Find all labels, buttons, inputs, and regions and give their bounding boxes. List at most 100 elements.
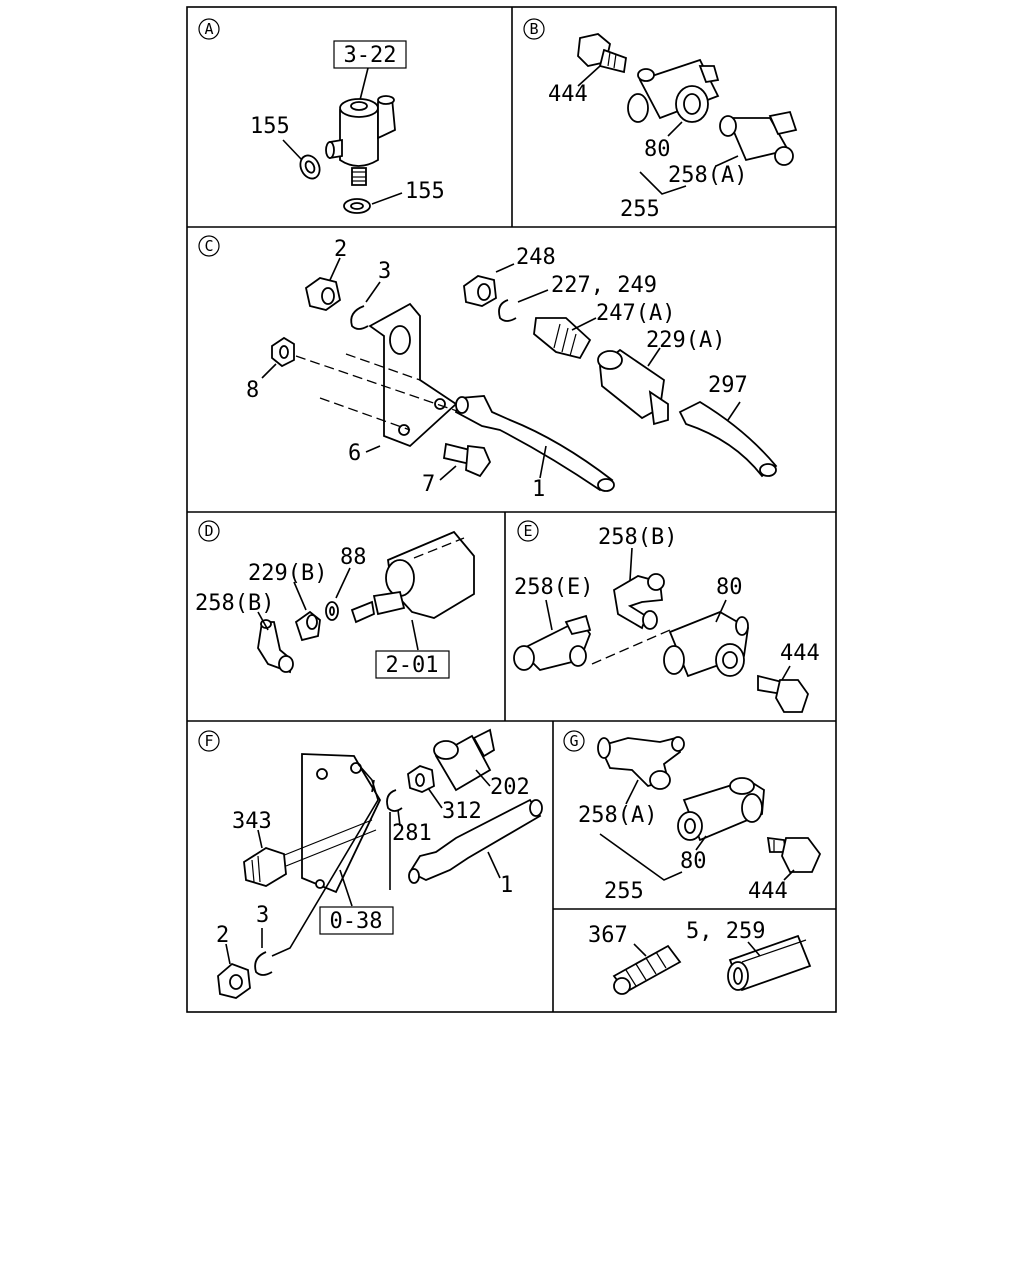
part-label-80: 80 xyxy=(716,575,743,600)
part-label-f: F xyxy=(204,732,213,750)
part-label-80: 80 xyxy=(680,849,707,874)
washer-155-upper xyxy=(299,154,321,180)
section-g: G 258(A) 80 255 444 xyxy=(563,730,822,904)
part-label-343: 343 xyxy=(232,809,272,834)
snap-ring-3-f xyxy=(254,951,273,976)
ref-box-3-22: 3-22 xyxy=(333,40,407,69)
washer-155-lower xyxy=(343,198,371,214)
part-label-281: 281 xyxy=(392,821,432,846)
part-label-e: E xyxy=(523,522,532,540)
panel-frames xyxy=(186,6,837,1013)
part-label-155: 155 xyxy=(405,179,445,204)
part-label-80: 80 xyxy=(644,137,671,162)
section-f-marker: F xyxy=(198,730,220,752)
connector-229a xyxy=(597,348,669,426)
part-label-258-a: 258(A) xyxy=(578,803,657,828)
part-label-444: 444 xyxy=(780,641,820,666)
section-e: E 258(B) 258(E) 80 xyxy=(513,520,820,713)
part-label-202: 202 xyxy=(490,775,530,800)
nut-312 xyxy=(407,765,435,793)
tee-fitting-80-e xyxy=(663,611,749,678)
nut-2 xyxy=(304,277,342,311)
part-label-255: 255 xyxy=(604,879,644,904)
part-label-229-b: 229(B) xyxy=(248,561,327,586)
bolt-7 xyxy=(442,442,492,478)
part-label-155: 155 xyxy=(250,114,290,139)
section-a-marker: A xyxy=(198,18,220,40)
tee-80-g xyxy=(677,777,765,842)
section-f: F 0-38 343 281 312 xyxy=(198,728,543,999)
part-label-1: 1 xyxy=(500,873,513,898)
part-label-2: 2 xyxy=(334,237,347,262)
spring-367 xyxy=(612,944,682,995)
nipple-343 xyxy=(243,847,287,887)
section-d-marker: D xyxy=(198,520,220,542)
part-label-d: D xyxy=(204,522,213,540)
tee-fitting-80 xyxy=(627,58,720,123)
part-label-2-01: 2-01 xyxy=(386,653,439,678)
part-label-2: 2 xyxy=(216,923,229,948)
section-b-marker: B xyxy=(523,18,545,40)
nut-248 xyxy=(463,275,497,307)
section-b: B 444 80 258(A) 255 xyxy=(523,18,798,222)
part-label-258-a: 258(A) xyxy=(668,163,747,188)
part-label-a: A xyxy=(204,20,213,38)
section-c-marker: C xyxy=(198,235,220,257)
part-label-g: G xyxy=(569,732,578,750)
part-label-3-22: 3-22 xyxy=(344,43,397,68)
hose-1 xyxy=(454,395,615,492)
hose-1-f xyxy=(408,798,543,884)
washer-88 xyxy=(325,601,339,621)
part-label-7: 7 xyxy=(422,472,435,497)
nut-8 xyxy=(271,336,295,368)
fitting-229b xyxy=(294,610,321,642)
bolt-444-e xyxy=(757,674,809,713)
part-label-6: 6 xyxy=(348,441,361,466)
part-label-247-a: 247(A) xyxy=(596,301,675,326)
part-label-c: C xyxy=(204,237,213,255)
part-label-255: 255 xyxy=(620,197,660,222)
elbow-258b-e xyxy=(613,573,665,630)
valve-body xyxy=(325,95,396,186)
part-label-227-249: 227, 249 xyxy=(551,273,657,298)
bracket-6 xyxy=(368,302,458,448)
section-a: A 3-22 155 xyxy=(198,18,445,214)
part-label-88: 88 xyxy=(340,545,367,570)
ref-box-0-38: 0-38 xyxy=(319,906,394,935)
bolt-444 xyxy=(577,33,627,74)
part-label-248: 248 xyxy=(516,245,556,270)
part-label-297: 297 xyxy=(708,373,748,398)
part-label-444: 444 xyxy=(748,879,788,904)
nut-2-f xyxy=(217,962,251,999)
part-label-8: 8 xyxy=(246,378,259,403)
section-d: D 2-01 88 229(B) xyxy=(195,520,475,679)
section-e-marker: E xyxy=(517,520,539,542)
part-label-b: B xyxy=(529,20,538,38)
part-label-0-38: 0-38 xyxy=(330,909,383,934)
part-label-258-e: 258(E) xyxy=(514,575,593,600)
part-label-312: 312 xyxy=(442,799,482,824)
part-label-258-b: 258(B) xyxy=(598,525,677,550)
part-label-3: 3 xyxy=(256,903,269,928)
elbow-258b xyxy=(257,619,294,674)
ring-227 xyxy=(498,299,517,322)
union-258a xyxy=(719,110,798,166)
part-label-3: 3 xyxy=(378,259,391,284)
part-label-444: 444 xyxy=(548,82,588,107)
section-c: C 2 3 8 6 xyxy=(198,235,778,502)
solenoid-2-01 xyxy=(350,530,475,624)
sleeve-5-259 xyxy=(727,934,812,992)
part-label-1: 1 xyxy=(532,477,545,502)
bolt-444-g xyxy=(766,836,822,873)
section-h: 367 5, 259 xyxy=(588,919,812,995)
part-label-258-b: 258(B) xyxy=(195,591,274,616)
part-label-5-259: 5, 259 xyxy=(686,919,765,944)
tee-258e xyxy=(513,614,592,671)
part-label-367: 367 xyxy=(588,923,628,948)
snap-ring-3 xyxy=(350,305,369,330)
nipple-247a xyxy=(533,317,592,360)
sleeve-202 xyxy=(433,728,496,792)
ring-281 xyxy=(386,789,403,812)
bracket-0-38 xyxy=(301,753,382,894)
